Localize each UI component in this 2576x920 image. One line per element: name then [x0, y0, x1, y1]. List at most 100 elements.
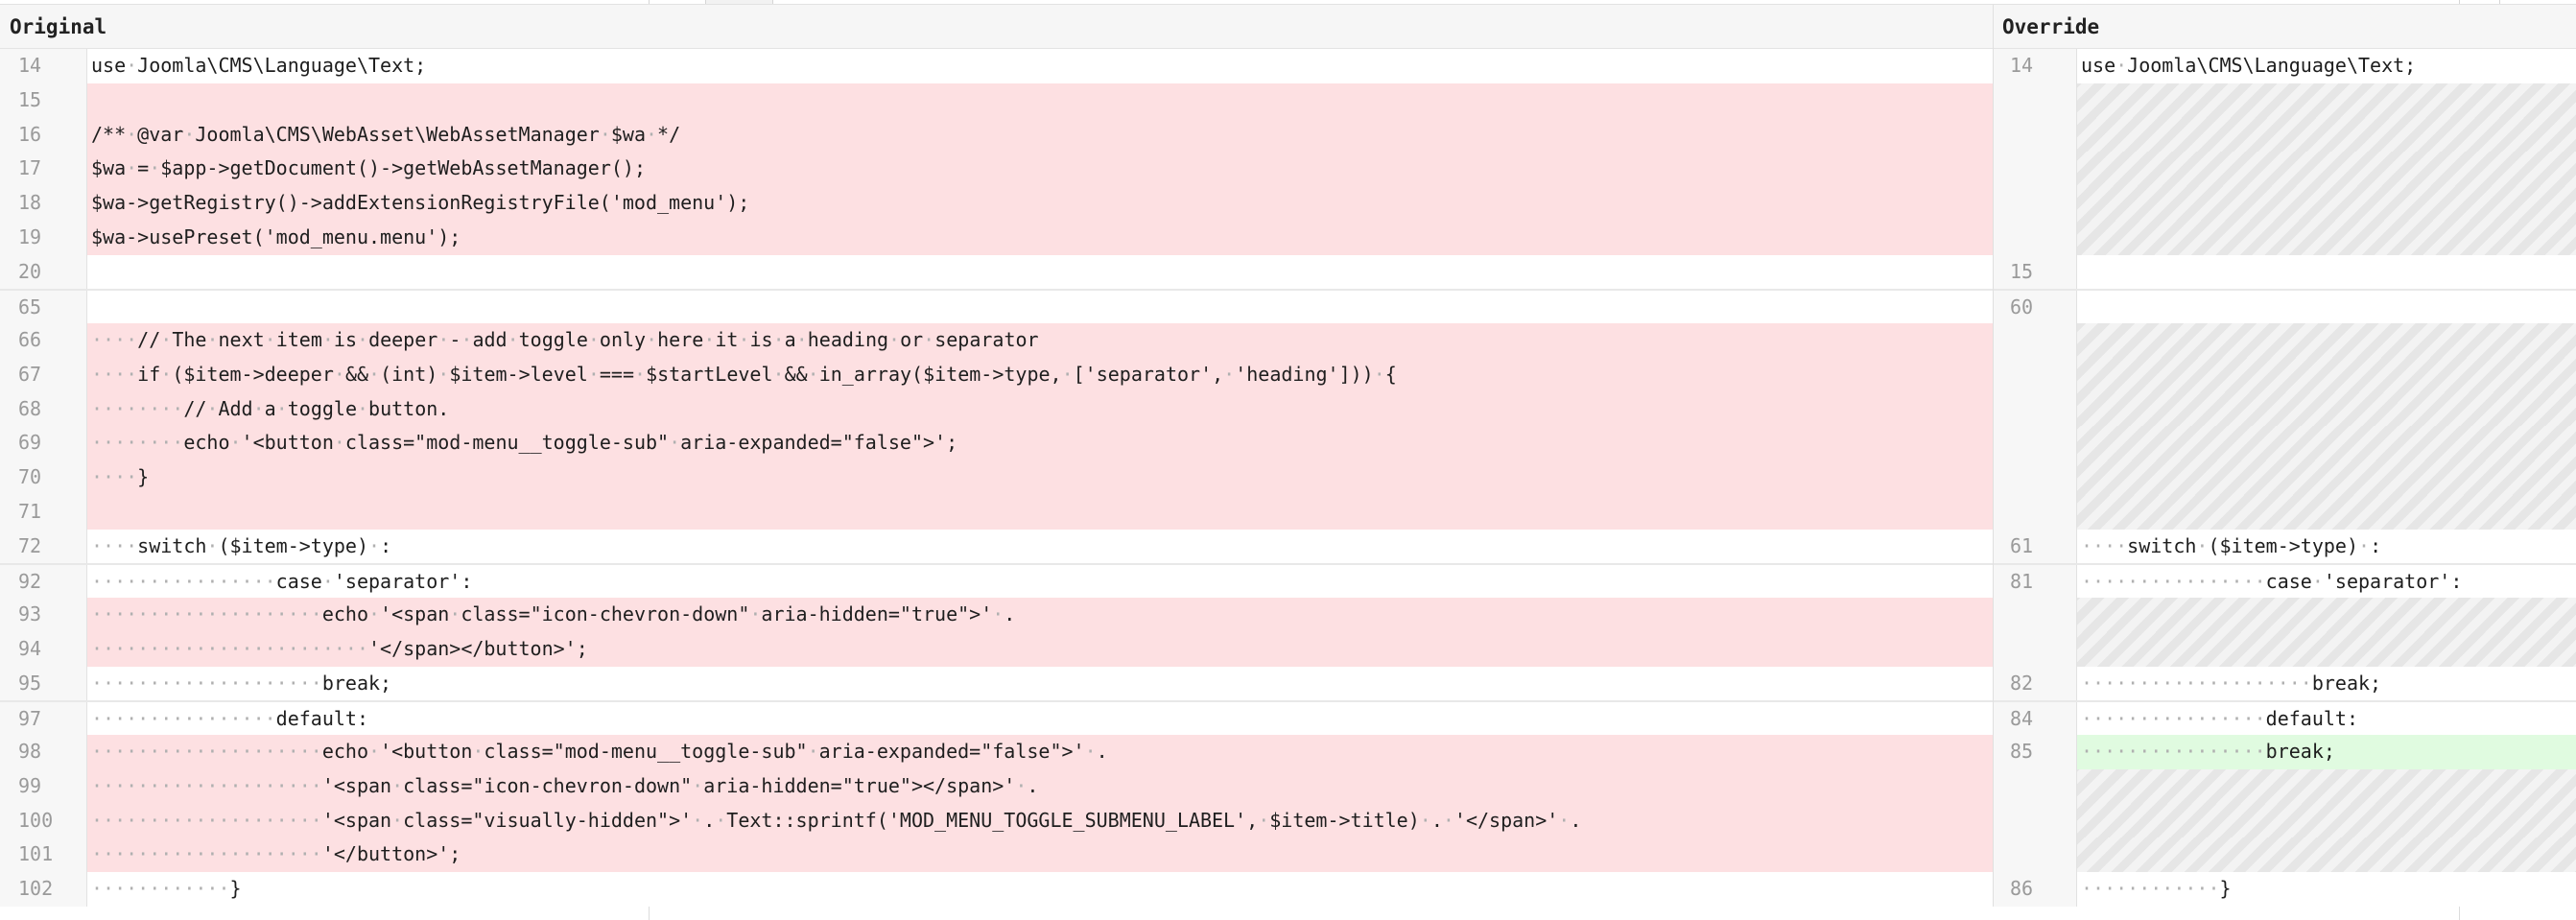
line-number: 17	[0, 152, 87, 186]
override-diff-line-filler[interactable]	[1994, 357, 2576, 392]
original-diff-line-removed[interactable]: 19$wa->usePreset('mod_menu.menu');	[0, 220, 1993, 255]
original-diff-line-equal[interactable]: 65	[0, 289, 1993, 323]
original-diff-line-removed[interactable]: 17$wa·=·$app->getDocument()->getWebAsset…	[0, 152, 1993, 186]
whitespace-marker: ·	[2358, 533, 2371, 557]
original-diff-line-removed[interactable]: 93····················echo·'<span·class=…	[0, 598, 1993, 632]
empty-placeholder-hatch	[2077, 186, 2576, 221]
override-diff-line-filler[interactable]	[1994, 186, 2576, 221]
code-line[interactable]: ····················break;	[87, 666, 1993, 701]
code-line[interactable]: $wa->usePreset('mod_menu.menu');	[87, 220, 1993, 255]
original-diff-line-equal[interactable]: 20	[0, 254, 1993, 290]
code-line[interactable]: ····················'<span·class="icon-c…	[87, 768, 1993, 804]
code-line[interactable]: ················break;	[2077, 735, 2576, 769]
override-diff-line-filler[interactable]	[1994, 837, 2576, 872]
override-diff-line-filler[interactable]	[1994, 803, 2576, 838]
whitespace-marker: ····················	[91, 671, 322, 695]
original-diff-line-removed[interactable]: 100····················'<span·class="vis…	[0, 803, 1993, 838]
override-diff-line-equal[interactable]: 86············}	[1994, 872, 2576, 907]
code-line[interactable]: ····················echo·'<span·class="i…	[87, 598, 1993, 632]
code-line[interactable]	[87, 254, 1993, 290]
original-diff-line-removed[interactable]: 66····//·The·next·item·is·deeper·-·add·t…	[0, 323, 1993, 358]
override-diff-line-filler[interactable]	[1994, 117, 2576, 153]
override-diff-line-filler[interactable]	[1994, 426, 2576, 460]
whitespace-marker: ·	[507, 328, 519, 351]
original-diff-line-equal[interactable]: 92················case·'separator':	[0, 563, 1993, 598]
override-diff-line-equal[interactable]: 82····················break;	[1994, 666, 2576, 701]
code-line[interactable]: ····switch·($item->type)·:	[2077, 529, 2576, 564]
code-line[interactable]: ················default:	[87, 702, 1993, 735]
override-diff-line-filler[interactable]	[1994, 494, 2576, 530]
override-diff-line-filler[interactable]	[1994, 323, 2576, 358]
override-diff-line-added[interactable]: 85················break;	[1994, 735, 2576, 769]
original-diff-line-removed[interactable]: 99····················'<span·class="icon…	[0, 768, 1993, 804]
original-diff-line-removed[interactable]: 18$wa->getRegistry()->addExtensionRegist…	[0, 186, 1993, 221]
code-line[interactable]	[87, 83, 1993, 118]
code-line[interactable]: ············}	[2077, 872, 2576, 907]
original-diff-line-removed[interactable]: 15	[0, 83, 1993, 118]
code-line[interactable]: ················case·'separator':	[87, 565, 1993, 598]
code-line[interactable]: /**·@var·Joomla\CMS\WebAsset\WebAssetMan…	[87, 117, 1993, 153]
line-number: 97	[0, 702, 87, 735]
line-number	[1994, 391, 2077, 427]
code-line[interactable]	[2077, 291, 2576, 323]
divider	[705, 0, 773, 4]
override-diff-line-filler[interactable]	[1994, 391, 2576, 427]
original-diff-line-equal[interactable]: 72····switch·($item->type)·:	[0, 529, 1993, 564]
override-diff-line-filler[interactable]	[1994, 598, 2576, 632]
empty-placeholder-hatch	[2077, 494, 2576, 530]
override-diff-line-equal[interactable]: 60	[1994, 289, 2576, 323]
code-line[interactable]: ····//·The·next·item·is·deeper·-·add·tog…	[87, 323, 1993, 358]
code-line[interactable]: ····················break;	[2077, 666, 2576, 701]
code-line[interactable]: ········echo·'<button·class="mod-menu__t…	[87, 426, 1993, 460]
code-line[interactable]: ····if·($item->deeper·&&·(int)·$item->le…	[87, 357, 1993, 392]
code-line[interactable]: ····················'</button>';	[87, 837, 1993, 872]
original-diff-line-removed[interactable]: 71	[0, 494, 1993, 530]
code-line[interactable]: ················default:	[2077, 702, 2576, 735]
override-diff-line-filler[interactable]	[1994, 220, 2576, 255]
code-line[interactable]: ····}	[87, 460, 1993, 495]
original-diff-line-removed[interactable]: 67····if·($item->deeper·&&·(int)·$item->…	[0, 357, 1993, 392]
original-diff-line-removed[interactable]: 16/**·@var·Joomla\CMS\WebAsset\WebAssetM…	[0, 117, 1993, 153]
code-line[interactable]: use·Joomla\CMS\Language\Text;	[2077, 49, 2576, 83]
override-diff-line-filler[interactable]	[1994, 152, 2576, 186]
override-diff-line-filler[interactable]	[1994, 83, 2576, 118]
original-diff-line-removed[interactable]: 98····················echo·'<button·clas…	[0, 735, 1993, 769]
original-diff-line-equal[interactable]: 95····················break;	[0, 666, 1993, 701]
override-diff-line-equal[interactable]: 15	[1994, 254, 2576, 290]
original-diff-line-equal[interactable]: 102············}	[0, 872, 1993, 907]
code-line[interactable]: ············}	[87, 872, 1993, 907]
code-line[interactable]: ········//·Add·a·toggle·button.	[87, 391, 1993, 427]
code-line[interactable]: ····················echo·'<button·class=…	[87, 735, 1993, 769]
original-diff-line-removed[interactable]: 68········//·Add·a·toggle·button.	[0, 391, 1993, 427]
override-diff-line-filler[interactable]	[1994, 768, 2576, 804]
override-diff-line-equal[interactable]: 61····switch·($item->type)·:	[1994, 529, 2576, 564]
code-line[interactable]: use·Joomla\CMS\Language\Text;	[87, 49, 1993, 83]
code-line[interactable]: ················case·'separator':	[2077, 565, 2576, 598]
original-diff-line-removed[interactable]: 94························'</span></butt…	[0, 631, 1993, 667]
line-number: 102	[0, 872, 87, 907]
override-diff-line-equal[interactable]: 84················default:	[1994, 700, 2576, 735]
original-diff-line-equal[interactable]: 97················default:	[0, 700, 1993, 735]
code-line[interactable]: ····················'<span·class="visual…	[87, 803, 1993, 838]
code-line[interactable]	[2077, 254, 2576, 290]
original-diff-line-removed[interactable]: 101····················'</button>';	[0, 837, 1993, 872]
empty-placeholder-hatch	[2077, 768, 2576, 804]
code-line[interactable]	[87, 291, 1993, 323]
line-number: 99	[0, 768, 87, 804]
code-line[interactable]: $wa·=·$app->getDocument()->getWebAssetMa…	[87, 152, 1993, 186]
whitespace-marker: ·	[692, 773, 704, 797]
whitespace-marker: ·	[126, 54, 138, 77]
original-diff-line-removed[interactable]: 70····}	[0, 460, 1993, 495]
override-diff-line-filler[interactable]	[1994, 460, 2576, 495]
override-diff-line-equal[interactable]: 81················case·'separator':	[1994, 563, 2576, 598]
code-line[interactable]: ························'</span></button…	[87, 631, 1993, 667]
code-line[interactable]: ····switch·($item->type)·:	[87, 529, 1993, 564]
override-diff-line-filler[interactable]	[1994, 631, 2576, 667]
code-line[interactable]: $wa->getRegistry()->addExtensionRegistry…	[87, 186, 1993, 221]
code-line[interactable]	[87, 494, 1993, 530]
original-diff-line-removed[interactable]: 69········echo·'<button·class="mod-menu_…	[0, 426, 1993, 460]
